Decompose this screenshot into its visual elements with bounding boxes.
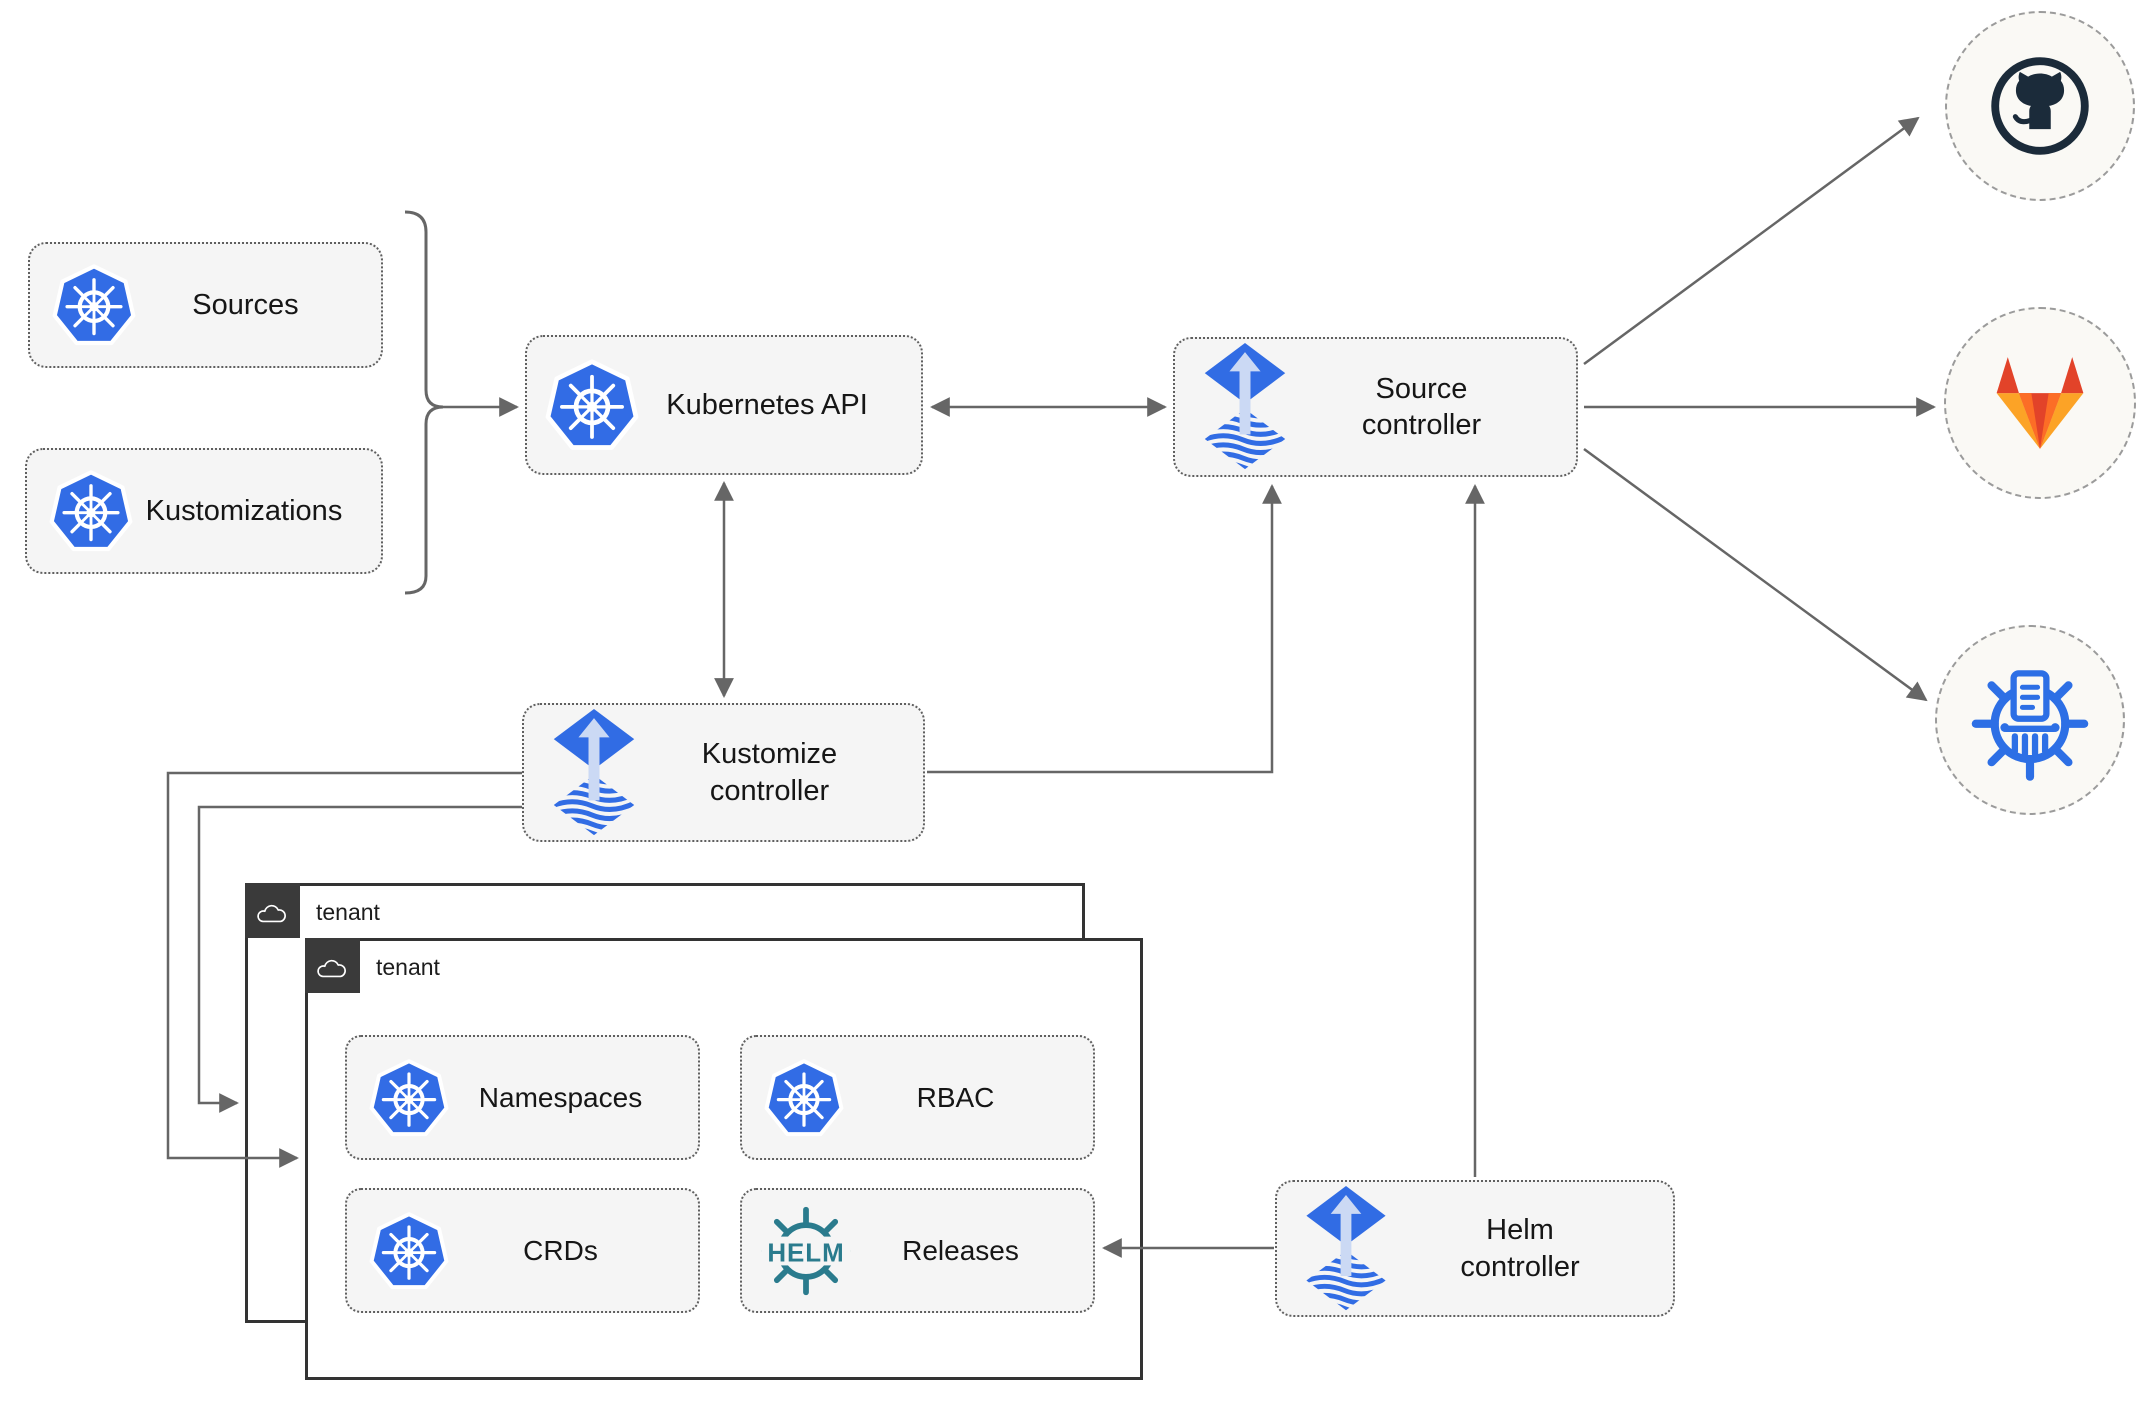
kubernetes-icon — [369, 1211, 449, 1291]
rbac-node: RBAC — [740, 1035, 1095, 1160]
source-controller-label: Source controller — [1361, 372, 1482, 441]
chartmuseum-icon — [1967, 657, 2093, 783]
kubernetes-icon — [764, 1058, 844, 1138]
source-controller-node: Source controller — [1173, 337, 1578, 477]
edge-kustomize-controller-source-controller — [927, 484, 1282, 774]
tenant-inner-label: tenant — [376, 954, 440, 980]
kubernetes-icon — [369, 1058, 449, 1138]
crds-node: CRDs — [345, 1188, 700, 1313]
kustomizations-label: Kustomizations — [145, 494, 343, 527]
releases-label: Releases — [902, 1235, 1019, 1266]
crds-label: CRDs — [523, 1235, 598, 1266]
cloud-icon — [313, 951, 353, 981]
helm-controller-node: Helm controller — [1275, 1180, 1675, 1317]
github-icon — [1984, 50, 2096, 162]
sources-label: Sources — [192, 288, 299, 321]
chart-repository-provider — [1935, 625, 2125, 815]
flux-icon — [546, 709, 642, 837]
kubernetes-icon — [49, 469, 133, 553]
kustomize-controller-node: Kustomize controller — [522, 703, 925, 842]
namespaces-node: Namespaces — [345, 1035, 700, 1160]
github-provider — [1945, 11, 2135, 201]
helm-controller-label: Helm controller — [1460, 1214, 1580, 1283]
releases-node: HELM Releases — [740, 1188, 1095, 1313]
namespaces-label: Namespaces — [478, 1082, 643, 1113]
flux-icon — [1299, 1186, 1393, 1312]
cloud-icon — [253, 896, 293, 926]
tenant-outer-label: tenant — [316, 899, 380, 925]
helm-icon: HELM — [758, 1203, 854, 1299]
edge-source-controller-chart-repository — [1583, 447, 1928, 702]
flux-icon — [1197, 343, 1293, 471]
kustomizations-node: Kustomizations — [25, 448, 383, 574]
helm-logo-text: HELM — [767, 1239, 844, 1267]
edge-source-controller-github — [1583, 116, 1920, 366]
rbac-label: RBAC — [916, 1082, 995, 1113]
group-bracket — [404, 210, 444, 595]
gitlab-icon — [1978, 346, 2102, 460]
kubernetes-icon — [545, 358, 639, 452]
gitlab-provider — [1944, 307, 2136, 499]
kubernetes-icon — [52, 263, 136, 347]
sources-node: Sources — [28, 242, 383, 368]
kustomize-controller-label: Kustomize controller — [701, 738, 838, 807]
kubernetes-api-label: Kubernetes API — [666, 388, 868, 421]
kubernetes-api-node: Kubernetes API — [525, 335, 923, 475]
